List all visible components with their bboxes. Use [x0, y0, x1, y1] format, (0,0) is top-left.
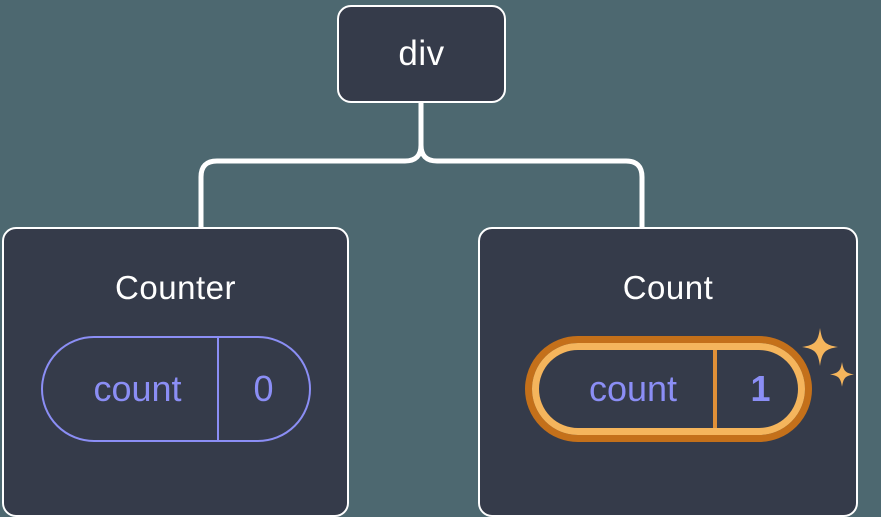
node-root-title: div	[398, 34, 445, 73]
prop-pill-wrapper-counter: count 0	[40, 336, 311, 442]
edge-root-to-left	[198, 100, 424, 230]
prop-name: count	[588, 368, 678, 409]
prop-pill-count[interactable]: count 0	[40, 336, 311, 442]
prop-value: 0	[216, 338, 309, 440]
node-counter[interactable]: Counter count 0	[2, 227, 349, 517]
node-count-title: Count	[622, 269, 714, 306]
sparkle-large-icon	[801, 328, 838, 366]
prop-value: 1	[712, 343, 805, 435]
prop-name: count	[93, 368, 182, 409]
prop-pill-count-updated[interactable]: count 1	[524, 336, 812, 442]
node-counter-title: Counter	[115, 269, 236, 306]
edge-root-to-right	[418, 100, 645, 230]
component-tree-diagram: div Counter count 0 Count count 1	[2, 5, 858, 517]
node-count[interactable]: Count count 1	[478, 227, 858, 517]
node-root[interactable]: div	[337, 5, 506, 103]
sparkle-small-icon	[829, 362, 854, 387]
prop-pill-wrapper-count: count 1	[524, 328, 854, 442]
